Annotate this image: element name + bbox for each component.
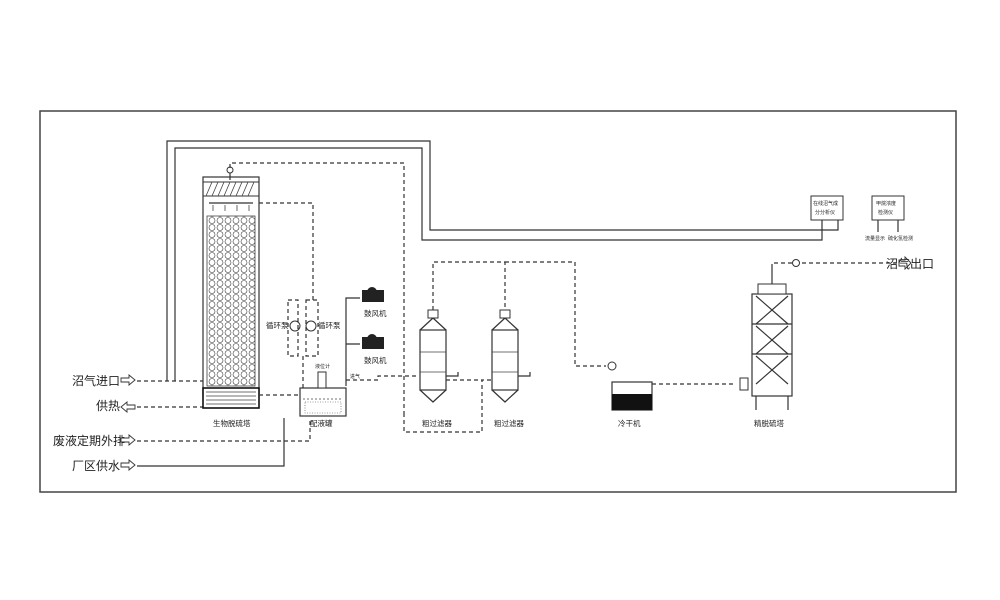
filter-loop-line <box>432 261 606 367</box>
gas-to-filter-line <box>259 375 418 396</box>
diagram-frame <box>39 110 957 493</box>
filter-2-label: 粗过滤器 <box>494 418 524 428</box>
filter-2 <box>491 309 531 403</box>
filter-bypass-line <box>403 379 492 433</box>
methane-meter <box>871 195 905 232</box>
outlet-valve-icon <box>792 259 800 267</box>
waste-liquid-label: 废液定期外排 <box>53 433 125 448</box>
biogas-outlet-label: 沼气出口 <box>886 256 934 271</box>
meter-label-1: 甲烷浓度 <box>876 200 896 207</box>
tower-gas-line-inner <box>174 147 823 381</box>
tank-tag-label: 液位计 <box>315 363 330 370</box>
blower-top-label: 鼓风机 <box>364 308 387 318</box>
spray-return-line <box>259 202 314 300</box>
filter-1-label: 粗过滤器 <box>422 418 452 428</box>
blower-top-icon <box>362 287 384 302</box>
heat-supply-label: 供热 <box>96 399 120 413</box>
blower-bottom-label: 鼓风机 <box>364 355 387 365</box>
dryer <box>607 361 653 411</box>
biogas-outlet-arrow-icon <box>898 255 912 271</box>
waste-liquid-pipe <box>137 418 311 442</box>
meter-sub-label-1: 流量显示 <box>865 235 885 242</box>
online-analyzer <box>810 195 844 221</box>
heat-supply-arrow-icon <box>120 401 136 413</box>
plant-water-pipe <box>137 418 285 467</box>
blower-bottom-icon <box>362 334 384 349</box>
liquid-tank <box>299 371 347 417</box>
meter-label-2: 检测仪 <box>878 209 893 216</box>
circ-pump-left-icon <box>287 299 301 357</box>
plant-water-label: 厂区供水 <box>72 459 120 473</box>
liquid-tank-label: 配液罐 <box>310 418 333 428</box>
circ-pump-right-icon <box>305 299 319 357</box>
dry-tower <box>739 268 793 410</box>
bio-tower <box>202 166 260 409</box>
biogas-inlet-label: 沼气进口 <box>72 373 120 388</box>
analyzer-label-2: 分分析仪 <box>815 209 835 216</box>
analyzer-label-1: 在线沼气成 <box>813 200 838 207</box>
dryer-label: 冷干机 <box>618 418 641 428</box>
outlet-pipe <box>771 262 898 268</box>
tower-gas-line <box>166 140 839 381</box>
meter-sub-label-2: 硫化氢检测 <box>888 235 913 242</box>
biogas-inlet-arrow-icon <box>120 374 136 386</box>
circ-pump-left-label: 循环泵 <box>266 320 289 330</box>
bio-tower-label: 生物脱硫塔 <box>213 418 251 428</box>
filter-1 <box>419 309 459 403</box>
plant-water-arrow-icon <box>120 459 136 471</box>
dry-tower-label: 精脱硫塔 <box>754 418 784 428</box>
circ-pump-right-label: 循环泵 <box>318 320 341 330</box>
recirculation-line <box>229 162 405 413</box>
blower-air-line <box>345 297 360 386</box>
waste-liquid-arrow-icon <box>120 434 136 446</box>
air-tag-label: 进气 <box>350 373 360 380</box>
